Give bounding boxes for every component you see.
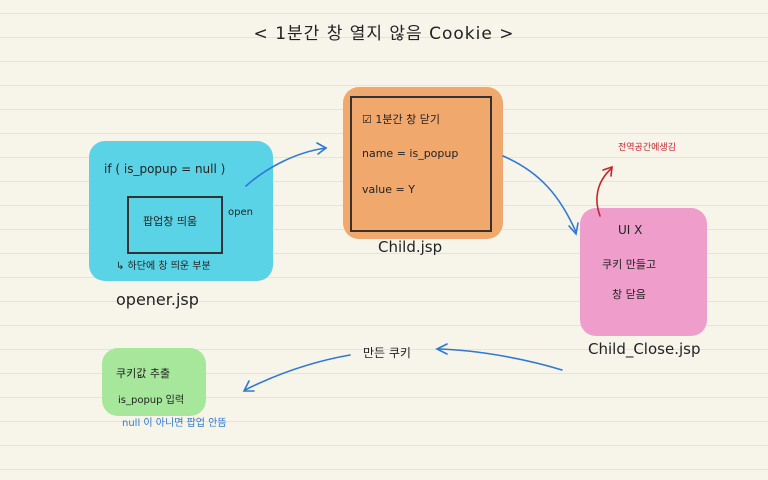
extract-box [102,348,206,416]
opener-condition: if ( is_popup = null ) [104,162,226,176]
arrow-head-3 [435,343,448,355]
child-close-box [580,208,707,336]
arrow-head-1 [316,142,328,155]
arrow-head-2 [568,222,579,236]
arrow-child-to-close [502,155,577,233]
name-line: name = is_popup [362,147,459,160]
arrow-cookie-to-extract [244,354,351,391]
page-title: < 1분간 창 열지 않음 Cookie > [253,24,515,44]
value-line: value = Y [362,183,415,196]
close-window-line: 창 닫음 [612,288,646,301]
red-arrow-head [602,165,613,177]
ui-line: UI X [618,223,643,237]
input-line: is_popup 입력 [118,395,185,406]
made-cookie-label: 만든 쿠키 [363,346,411,360]
child-box [343,87,503,239]
checkbox-line: ☑ 1분간 창 닫기 [362,113,440,126]
red-note: 전역공간에생김 [618,143,676,153]
opener-box [89,141,273,281]
arrow-opener-to-child [245,147,327,187]
arrow-head-4 [242,380,255,392]
opener-sub-note: ↳ 하단에 창 띄운 부분 [116,261,211,272]
popup-label: 팝업창 띄움 [143,215,198,228]
red-arrow [596,167,613,217]
popup-frame [127,196,223,254]
blue-note: null 이 아니면 팝업 안뜸 [122,418,227,429]
child-close-file-label: Child_Close.jsp [588,340,701,358]
arrow-close-to-cookie [437,348,563,371]
child-file-label: Child.jsp [378,238,443,256]
child-frame [350,96,492,232]
make-cookie-line: 쿠키 만들고 [602,258,657,271]
opener-file-label: opener.jsp [116,290,199,309]
open-note: open [228,207,253,218]
extract-line: 쿠키값 추출 [116,367,171,380]
